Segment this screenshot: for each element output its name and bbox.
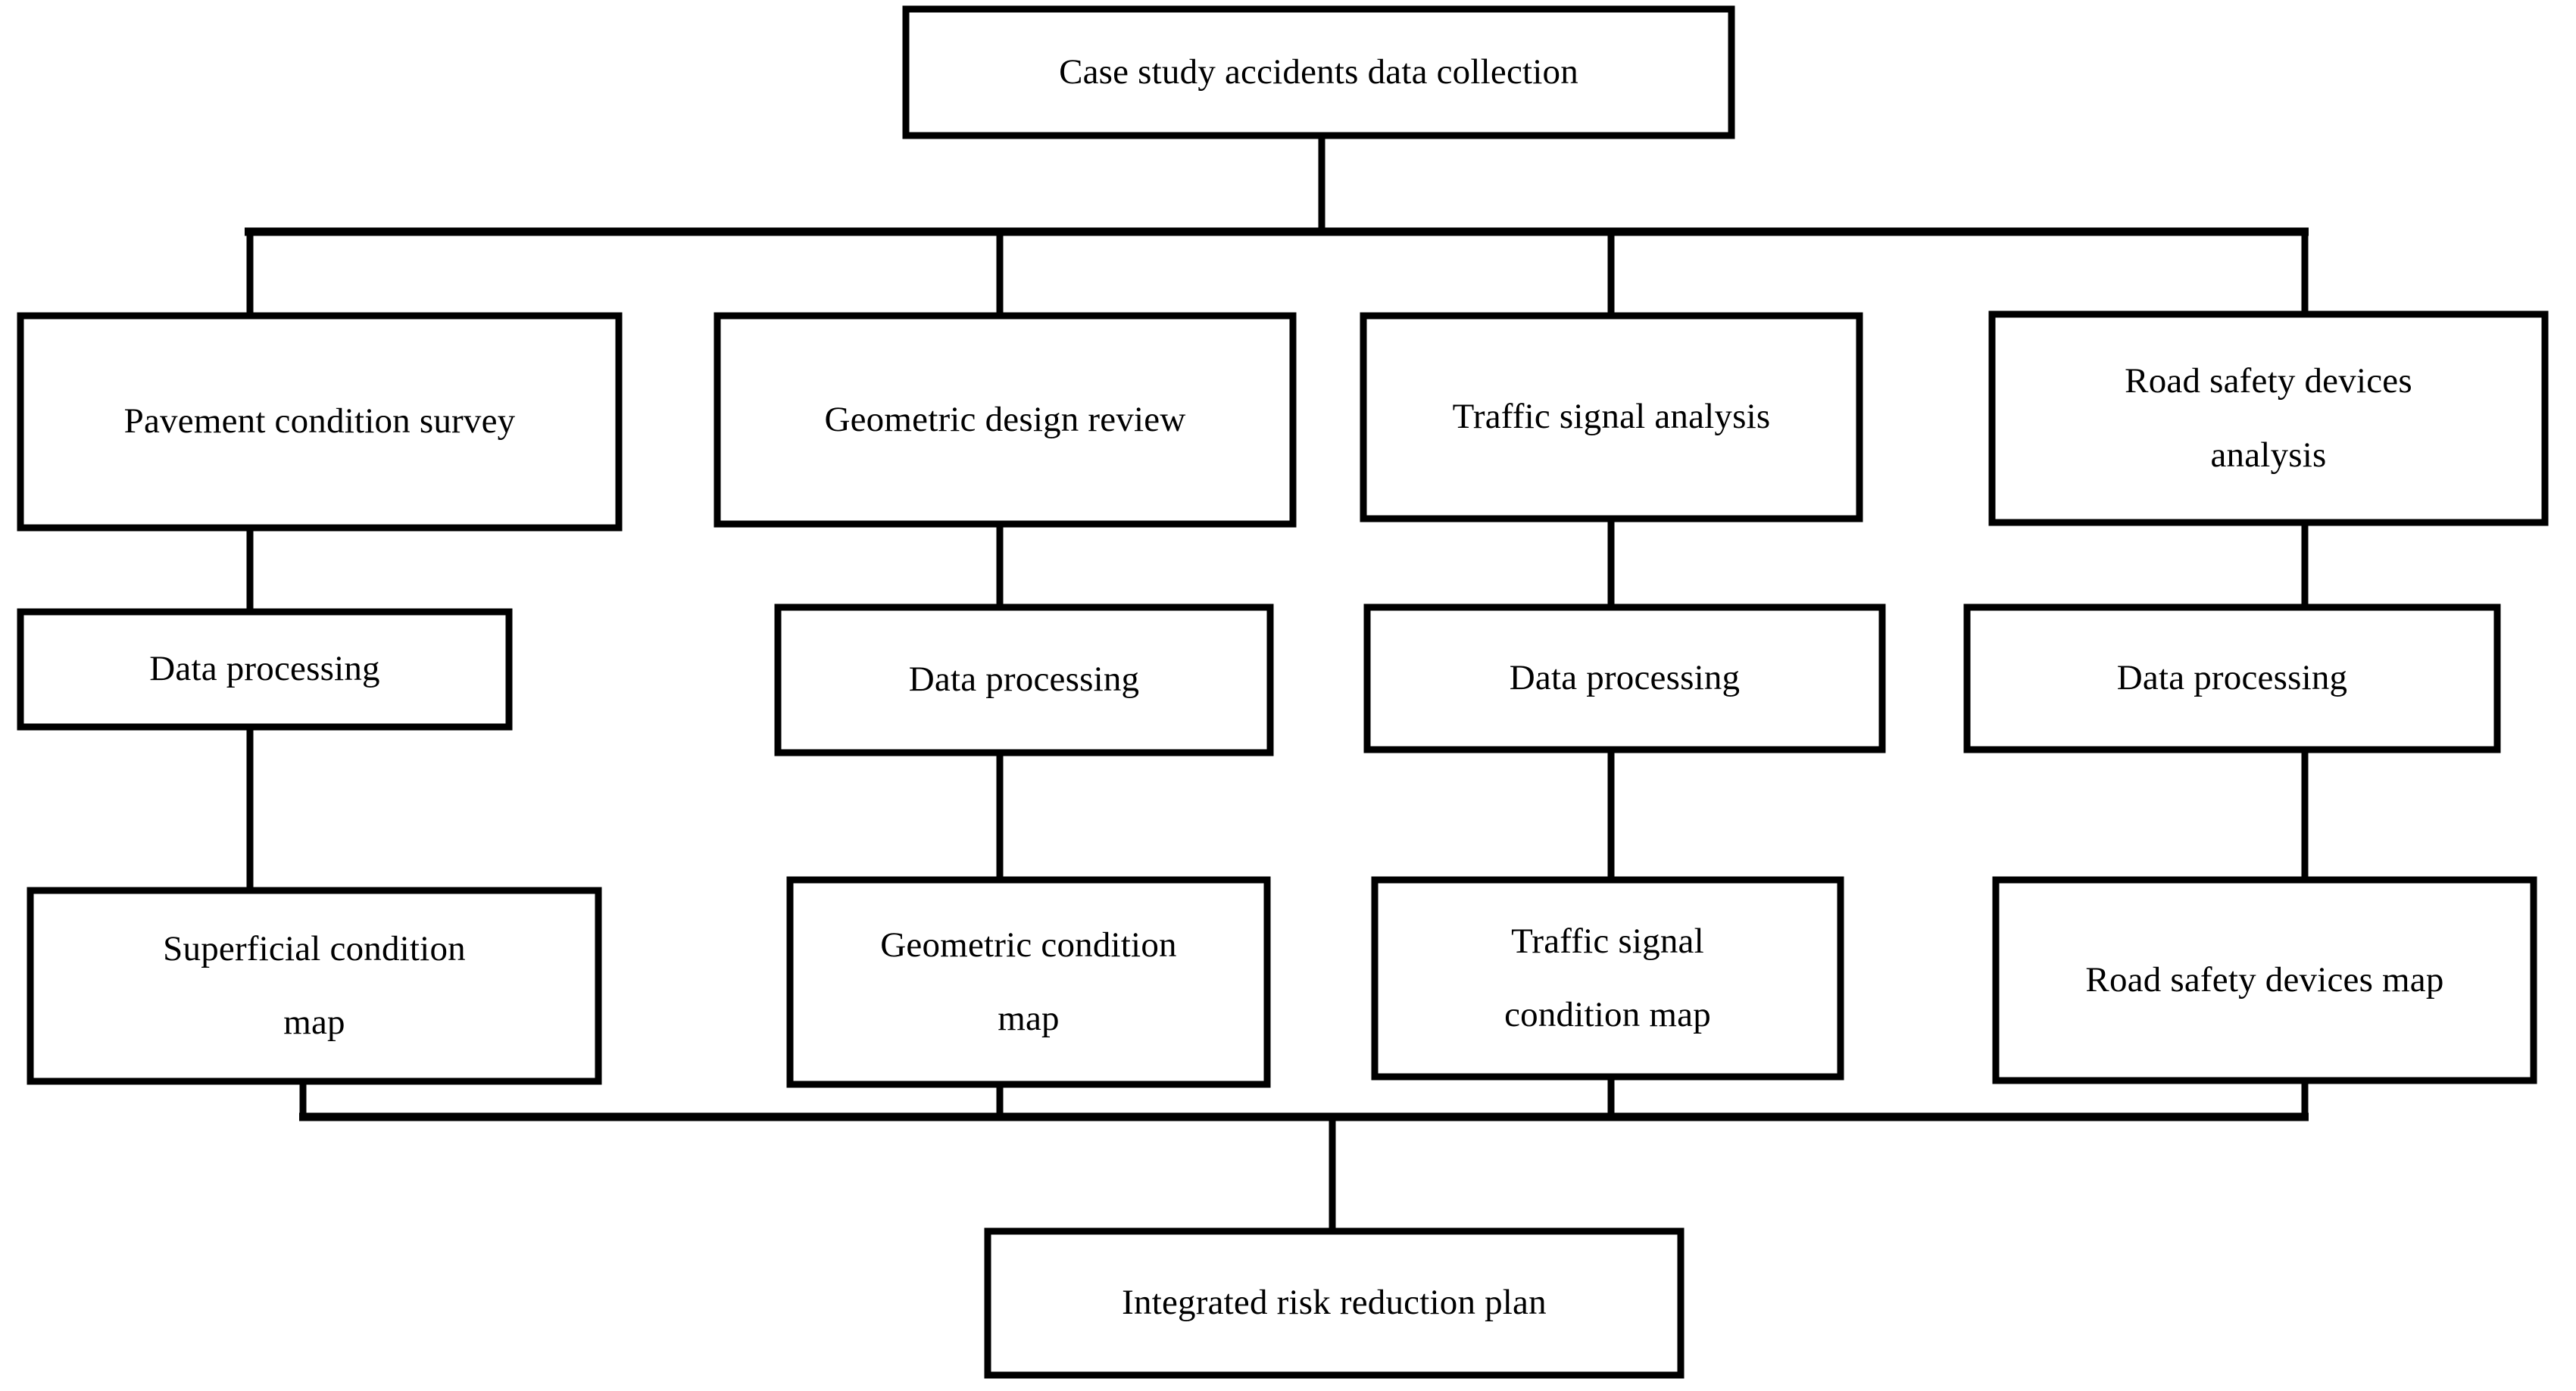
node-rect-data-processing-pavement[interactable] xyxy=(17,608,513,731)
node-rect-integrated-risk-reduction-plan[interactable] xyxy=(984,1227,1685,1379)
node-rect-traffic-signal-analysis[interactable] xyxy=(1360,312,1863,522)
node-rect-geometric-design-review[interactable] xyxy=(713,312,1297,528)
node-rect-data-processing-geometric[interactable] xyxy=(774,603,1274,756)
node-rect-geometric-condition-map[interactable] xyxy=(786,876,1271,1088)
node-rect-data-processing-signal[interactable] xyxy=(1363,603,1886,753)
node-rect-road-safety-devices-map[interactable] xyxy=(1992,876,2537,1084)
node-rect-case-study[interactable] xyxy=(902,5,1735,139)
node-rect-data-processing-devices[interactable] xyxy=(1963,603,2501,753)
node-rect-traffic-signal-condition-map[interactable] xyxy=(1371,876,1844,1081)
node-rect-road-safety-devices-analysis[interactable] xyxy=(1988,310,2549,526)
node-rect-pavement-condition-survey[interactable] xyxy=(17,312,623,532)
node-rect-superficial-condition-map[interactable] xyxy=(27,887,602,1085)
